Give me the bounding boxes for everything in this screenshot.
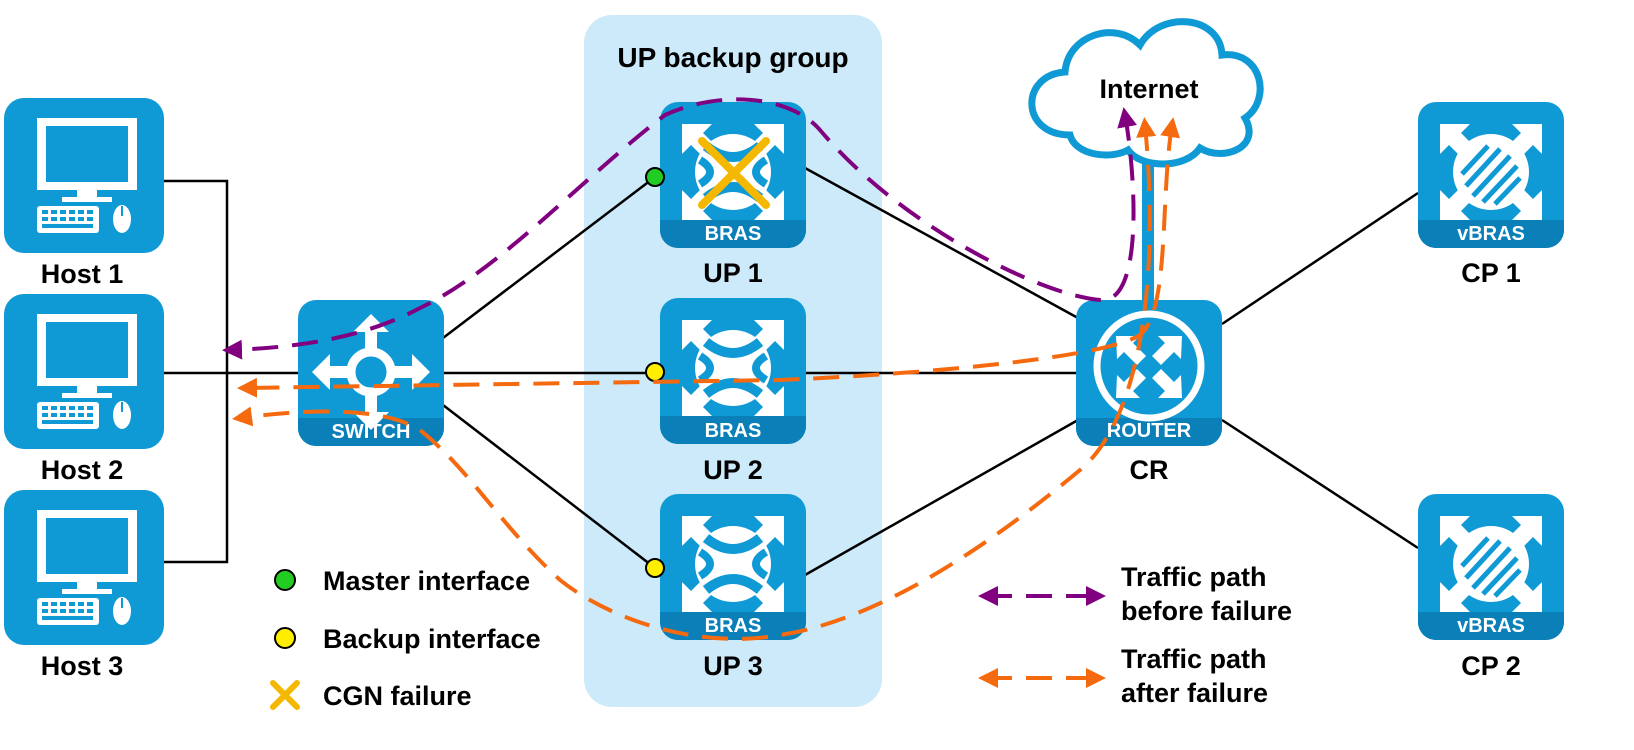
up-3-backup-interface-dot (645, 558, 665, 578)
legend-after-label-2: after failure (1121, 678, 1268, 708)
host-2-label: Host 2 (41, 455, 124, 485)
up-1-device-text: BRAS (705, 223, 762, 245)
host-2: Host 2 (3, 293, 165, 485)
computer-icon (3, 489, 165, 646)
router-label: CR (1130, 455, 1169, 485)
cp-2-device-text: vBRAS (1457, 615, 1525, 637)
up-3-device: BRAS UP 3 (660, 494, 806, 681)
host-3-label: Host 3 (41, 651, 124, 681)
up-1-label: UP 1 (703, 258, 763, 288)
legend-master-dot (274, 569, 296, 591)
legend-after-label-1: Traffic path (1121, 644, 1267, 674)
host-1: Host 1 (3, 97, 165, 289)
host-3: Host 3 (3, 489, 165, 681)
legend-backup-label: Backup interface (323, 624, 541, 654)
cp-1-label: CP 1 (1461, 258, 1521, 288)
cp-2-label: CP 2 (1461, 651, 1521, 681)
up-2-device-text: BRAS (705, 420, 762, 442)
legend-backup-dot (274, 627, 296, 649)
host-1-label: Host 1 (41, 259, 124, 289)
legend-left: Master interface Backup interface CGN fa… (270, 566, 541, 711)
internet-label: Internet (1099, 74, 1198, 104)
up-2-label: UP 2 (703, 455, 763, 485)
legend-failure-label: CGN failure (323, 681, 472, 711)
legend-before-label-1: Traffic path (1121, 562, 1267, 592)
up-1-master-interface-dot (645, 167, 665, 187)
legend-failure-icon (270, 680, 300, 710)
cp-1-device: vBRAS CP 1 (1418, 102, 1564, 288)
computer-icon (3, 293, 165, 450)
up-2-backup-interface-dot (645, 362, 665, 382)
router-device: ROUTER (1076, 300, 1222, 446)
traffic-path-after-failure-lower (232, 117, 1157, 641)
legend-right: Traffic path before failure Traffic path… (978, 562, 1292, 708)
up-3-label: UP 3 (703, 651, 763, 681)
legend-before-label-2: before failure (1121, 596, 1292, 626)
legend-master-label: Master interface (323, 566, 530, 596)
cp-1-device-text: vBRAS (1457, 223, 1525, 245)
up-3-device-text: BRAS (705, 615, 762, 637)
up-backup-group-title: UP backup group (617, 42, 848, 73)
switch-device-text: SWITCH (332, 421, 411, 443)
cp-2-device: vBRAS CP 2 (1418, 494, 1564, 681)
switch-device: SWITCH (298, 300, 444, 446)
computer-icon (3, 97, 165, 254)
router-device-text: ROUTER (1107, 420, 1192, 442)
